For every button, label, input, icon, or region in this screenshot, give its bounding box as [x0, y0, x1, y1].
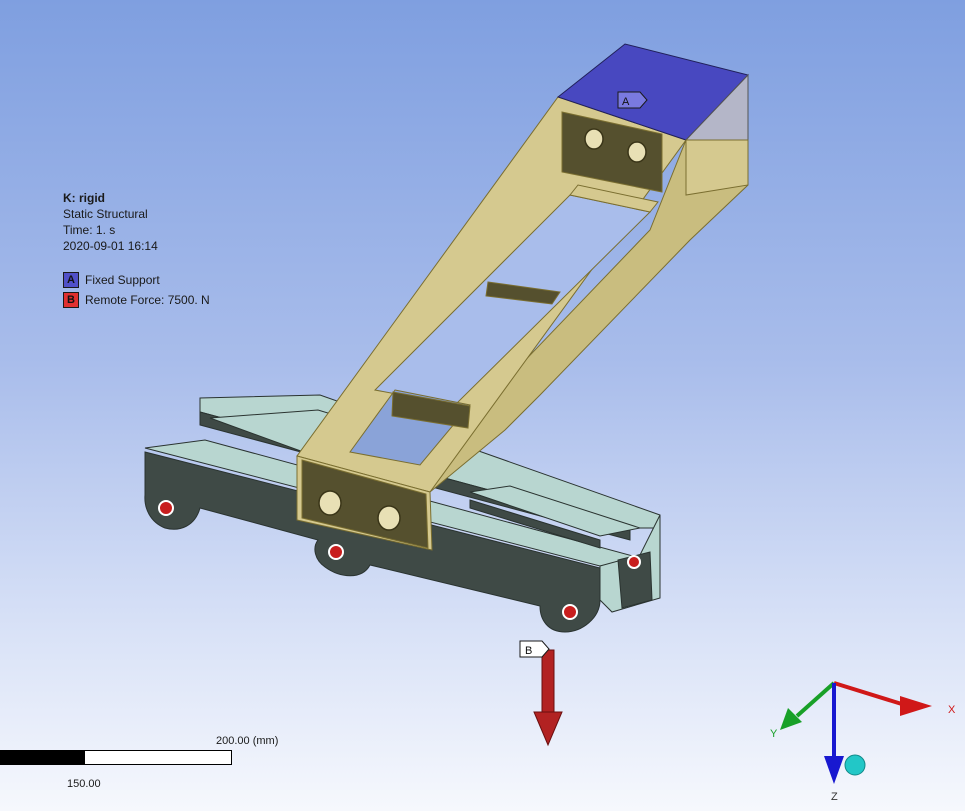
scale-bar: 200.00 (mm) 150.00 [0, 735, 300, 795]
axis-z-label: Z [831, 791, 838, 803]
legend-label-remote-force: Remote Force: 7500. N [85, 293, 210, 307]
selected-arm-body[interactable] [296, 96, 749, 551]
legend-tag-a: A [63, 272, 79, 288]
scale-label-top: 200.00 (mm) [216, 735, 279, 747]
legend-tag-b: B [63, 292, 79, 308]
marker-a[interactable]: A [617, 91, 648, 109]
legend: K: rigid Static Structural Time: 1. s 20… [63, 190, 210, 310]
fixed-support-block[interactable] [556, 43, 749, 196]
legend-item-fixed-support[interactable]: A Fixed Support [63, 270, 210, 290]
marker-b-label: B [525, 645, 532, 657]
legend-label-fixed-support: Fixed Support [85, 273, 160, 287]
axis-y-label: Y [770, 728, 778, 740]
scale-bar-segment-dark [0, 750, 84, 765]
legend-title: K: rigid [63, 191, 105, 205]
legend-analysis-type: Static Structural [63, 207, 148, 221]
legend-time: Time: 1. s [63, 223, 116, 237]
scale-label-bottom: 150.00 [67, 778, 101, 790]
legend-timestamp: 2020-09-01 16:14 [63, 239, 158, 253]
coordinate-triad[interactable]: X Y Z [770, 681, 956, 803]
marker-a-label: A [622, 96, 630, 108]
remote-force-arrow[interactable]: B [519, 640, 563, 747]
axis-x-label: X [948, 704, 956, 716]
scale-bar-segment-light [84, 750, 232, 765]
legend-item-remote-force[interactable]: B Remote Force: 7500. N [63, 290, 210, 310]
